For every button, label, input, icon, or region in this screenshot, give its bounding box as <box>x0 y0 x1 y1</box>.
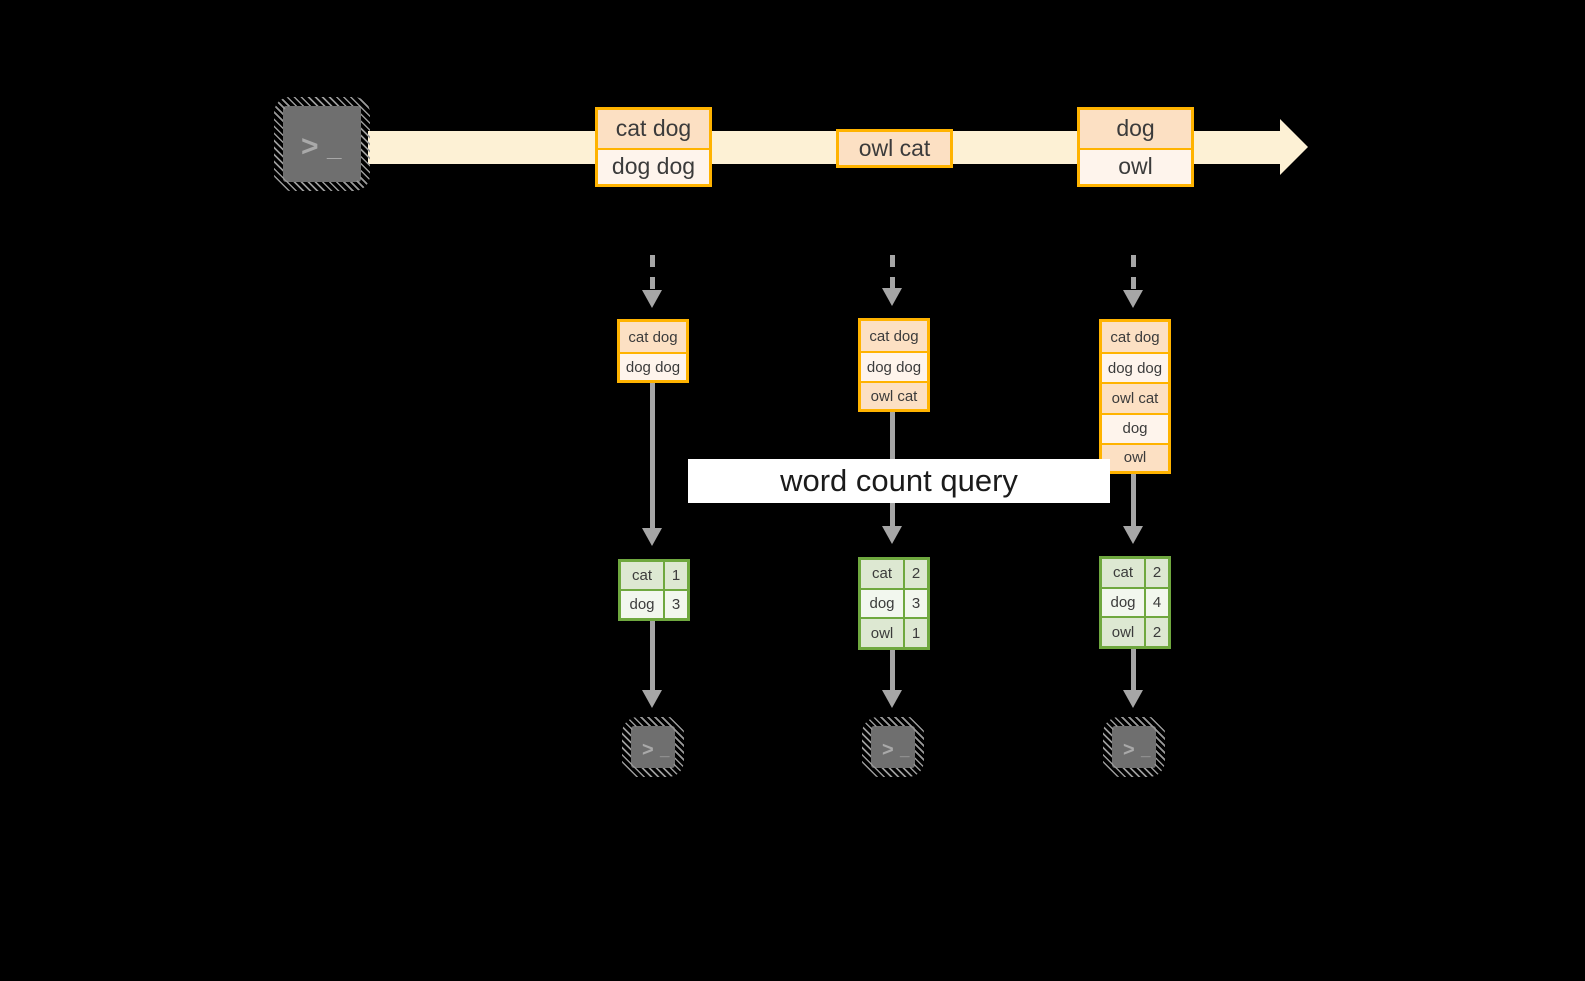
result-table-3-count-2: 4 <box>1146 588 1168 617</box>
result-table-3-count-1: 2 <box>1146 559 1168 587</box>
result-table-1-count-2: 3 <box>665 591 687 618</box>
result-table-1-row-1: cat 1 <box>621 562 687 589</box>
query-connector-1 <box>650 383 655 531</box>
snapshot-2-line-1: cat dog <box>861 321 927 351</box>
query-label: word count query <box>688 459 1110 503</box>
result-table-3-count-3: 2 <box>1146 618 1168 647</box>
terminal-chevron-icon: > <box>1123 739 1135 761</box>
sink-connector-3-arrowhead <box>1123 690 1143 708</box>
snapshot-3-line-5: owl <box>1102 442 1168 471</box>
sink-terminal-3[interactable]: > _ <box>1103 717 1165 777</box>
sink-connector-1 <box>650 621 655 693</box>
result-table-2-count-2: 3 <box>905 589 927 618</box>
stream-event-3-line-2: owl <box>1080 147 1191 184</box>
stream-event-2[interactable]: owl cat <box>836 129 953 168</box>
snapshot-2-table[interactable]: cat dog dog dog owl cat <box>858 318 930 412</box>
result-table-2-count-1: 2 <box>905 560 927 588</box>
stream-event-1[interactable]: cat dog dog dog <box>595 107 712 187</box>
terminal-body <box>1112 726 1156 768</box>
result-table-1-word-1: cat <box>621 562 665 589</box>
result-table-3-row-3: owl 2 <box>1102 616 1168 647</box>
result-table-2-word-1: cat <box>861 560 905 588</box>
result-table-1[interactable]: cat 1 dog 3 <box>618 559 690 621</box>
result-table-3-word-1: cat <box>1102 559 1146 587</box>
result-table-2-word-3: owl <box>861 619 905 648</box>
result-table-2-row-2: dog 3 <box>861 587 927 618</box>
snapshot-1-line-1: cat dog <box>620 322 686 352</box>
sink-terminal-1[interactable]: > _ <box>622 717 684 777</box>
dashed-connector-3 <box>1131 255 1136 293</box>
result-table-2[interactable]: cat 2 dog 3 owl 1 <box>858 557 930 650</box>
terminal-chevron-icon: > <box>642 739 654 761</box>
snapshot-3-table[interactable]: cat dog dog dog owl cat dog owl <box>1099 319 1171 474</box>
sink-terminal-2[interactable]: > _ <box>862 717 924 777</box>
snapshot-3-line-1: cat dog <box>1102 322 1168 353</box>
query-connector-2-arrowhead <box>882 526 902 544</box>
result-table-2-row-3: owl 1 <box>861 617 927 648</box>
dashed-connector-3-arrowhead <box>1123 290 1143 308</box>
dashed-connector-2-arrowhead <box>882 288 902 306</box>
stream-event-3-line-1: dog <box>1080 110 1191 148</box>
snapshot-2-line-2: dog dog <box>861 351 927 381</box>
query-connector-3-arrowhead <box>1123 526 1143 544</box>
dashed-connector-1 <box>650 255 655 293</box>
result-table-1-word-2: dog <box>621 591 665 618</box>
terminal-chevron-icon: > <box>301 130 319 163</box>
stream-arrowhead <box>1280 119 1308 175</box>
result-table-3[interactable]: cat 2 dog 4 owl 2 <box>1099 556 1171 649</box>
snapshot-2-line-3: owl cat <box>861 381 927 409</box>
query-connector-1-arrowhead <box>642 528 662 546</box>
result-table-3-row-2: dog 4 <box>1102 586 1168 617</box>
result-table-1-count-1: 1 <box>665 562 687 589</box>
terminal-body <box>871 726 915 768</box>
snapshot-1-line-2: dog dog <box>620 352 686 380</box>
terminal-cursor-icon: _ <box>1141 740 1151 759</box>
terminal-cursor-icon: _ <box>327 132 342 162</box>
terminal-chevron-icon: > <box>882 739 894 761</box>
result-table-3-word-3: owl <box>1102 618 1146 647</box>
sink-connector-1-arrowhead <box>642 690 662 708</box>
stream-event-2-line-1: owl cat <box>839 132 950 165</box>
terminal-cursor-icon: _ <box>660 740 670 759</box>
terminal-cursor-icon: _ <box>900 740 910 759</box>
stream-event-1-line-2: dog dog <box>598 147 709 184</box>
terminal-body <box>283 106 361 182</box>
query-connector-3 <box>1131 474 1136 529</box>
snapshot-3-line-3: owl cat <box>1102 382 1168 413</box>
result-table-2-word-2: dog <box>861 589 905 618</box>
stream-event-1-line-1: cat dog <box>598 110 709 148</box>
dashed-connector-1-arrowhead <box>642 290 662 308</box>
sink-connector-2-arrowhead <box>882 690 902 708</box>
result-table-2-row-1: cat 2 <box>861 560 927 588</box>
snapshot-3-line-4: dog <box>1102 412 1168 443</box>
snapshot-1-table[interactable]: cat dog dog dog <box>617 319 689 383</box>
result-table-3-word-2: dog <box>1102 588 1146 617</box>
sink-connector-3 <box>1131 649 1136 693</box>
result-table-2-count-3: 1 <box>905 619 927 648</box>
terminal-body <box>631 726 675 768</box>
result-table-3-row-1: cat 2 <box>1102 559 1168 587</box>
source-terminal[interactable]: > _ <box>274 97 370 191</box>
stream-event-3[interactable]: dog owl <box>1077 107 1194 187</box>
sink-connector-2 <box>890 650 895 693</box>
result-table-1-row-2: dog 3 <box>621 589 687 618</box>
snapshot-3-line-2: dog dog <box>1102 352 1168 383</box>
dashed-connector-2 <box>890 255 895 291</box>
